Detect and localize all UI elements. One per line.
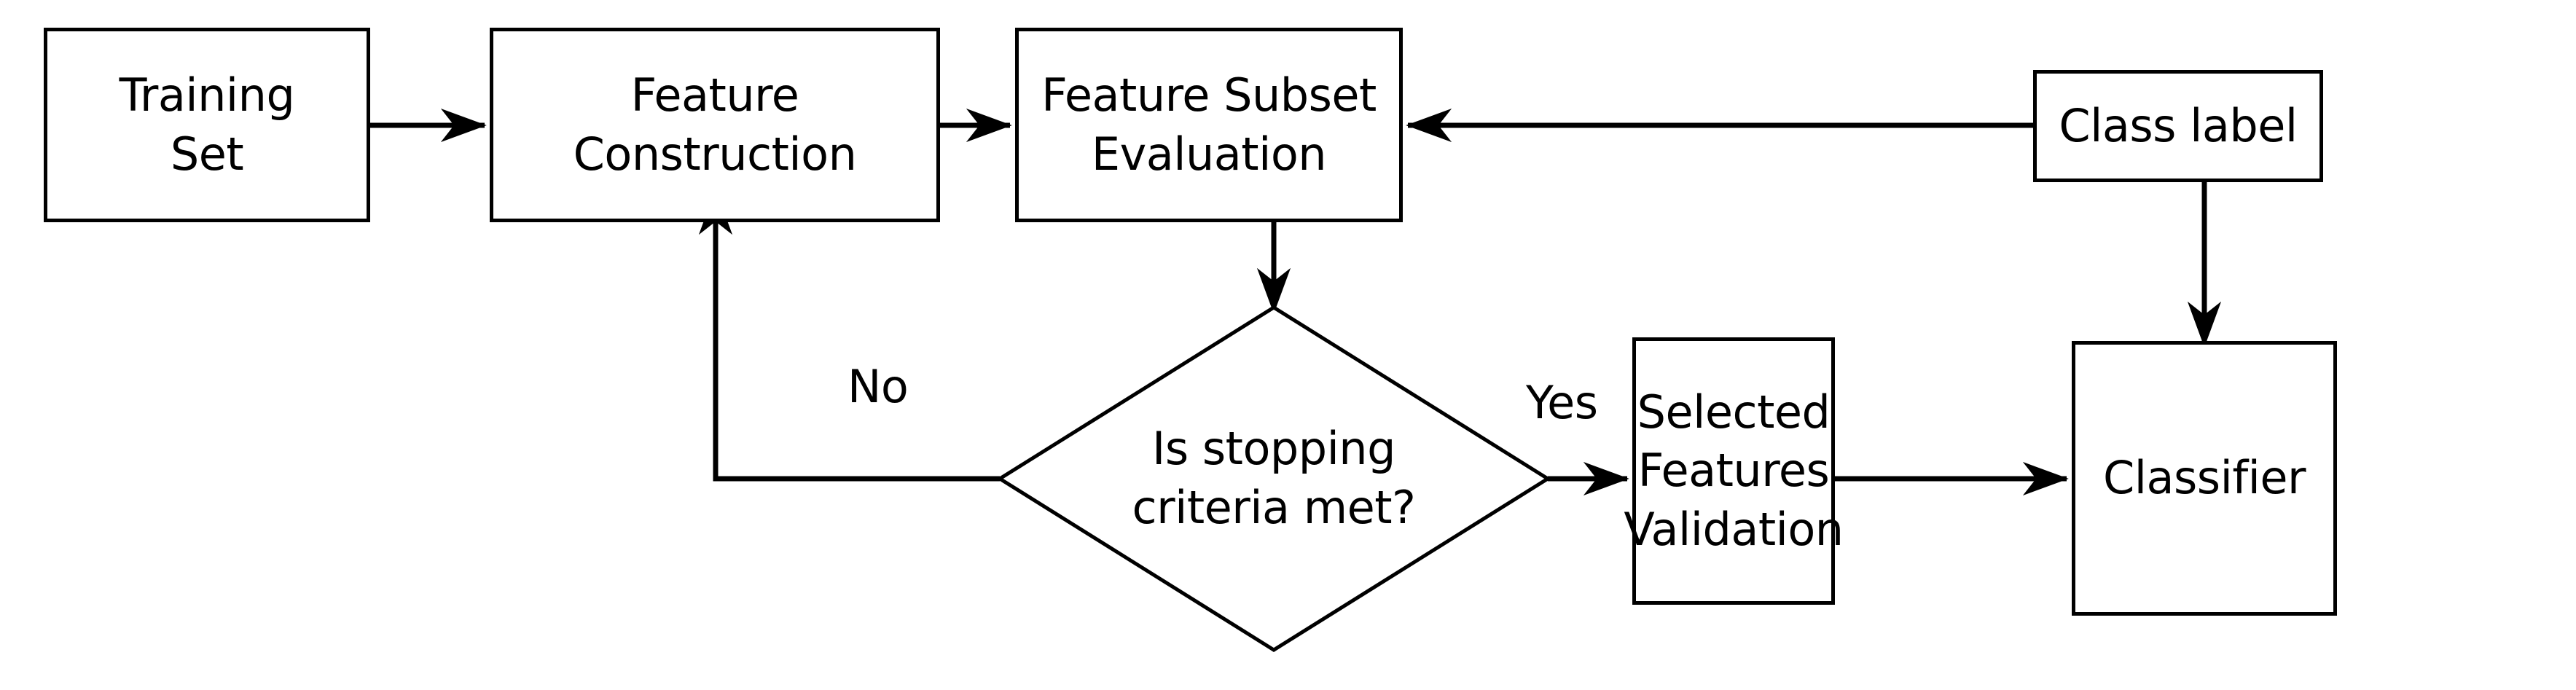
node-training-set-label-line2: Set <box>170 127 244 181</box>
node-classifier[interactable]: Classifier <box>2072 341 2337 616</box>
edge-label-no: No <box>847 360 909 413</box>
node-selected-features-validation-label-line1: Selected <box>1637 385 1831 439</box>
node-feature-subset-evaluation-label-line1: Feature Subset <box>1041 68 1377 122</box>
node-feature-construction[interactable]: Feature Construction <box>490 28 940 222</box>
node-selected-features-validation[interactable]: Selected Features Validation <box>1624 337 1844 605</box>
node-feature-construction-label-line1: Feature <box>630 68 799 122</box>
node-classifier-label-line1: Classifier <box>2102 451 2306 505</box>
node-feature-subset-evaluation[interactable]: Feature Subset Evaluation <box>1015 28 1403 222</box>
node-feature-subset-evaluation-label-line2: Evaluation <box>1091 127 1327 181</box>
stopping-criteria-diamond <box>996 305 1551 652</box>
node-selected-features-validation-label-line2: Features <box>1637 444 1830 498</box>
node-class-label[interactable]: Class label <box>2033 70 2323 182</box>
node-selected-features-validation-label-line3: Validation <box>1624 502 1844 556</box>
node-class-label-label-line1: Class label <box>2059 98 2298 152</box>
node-training-set-label-line1: Training <box>119 68 295 122</box>
edge-stopping-criteria-no-to-feature-construction <box>698 189 1000 482</box>
node-feature-construction-label-line2: Construction <box>573 127 857 181</box>
node-training-set[interactable]: Training Set <box>44 28 370 222</box>
edge-label-yes: Yes <box>1526 376 1598 429</box>
